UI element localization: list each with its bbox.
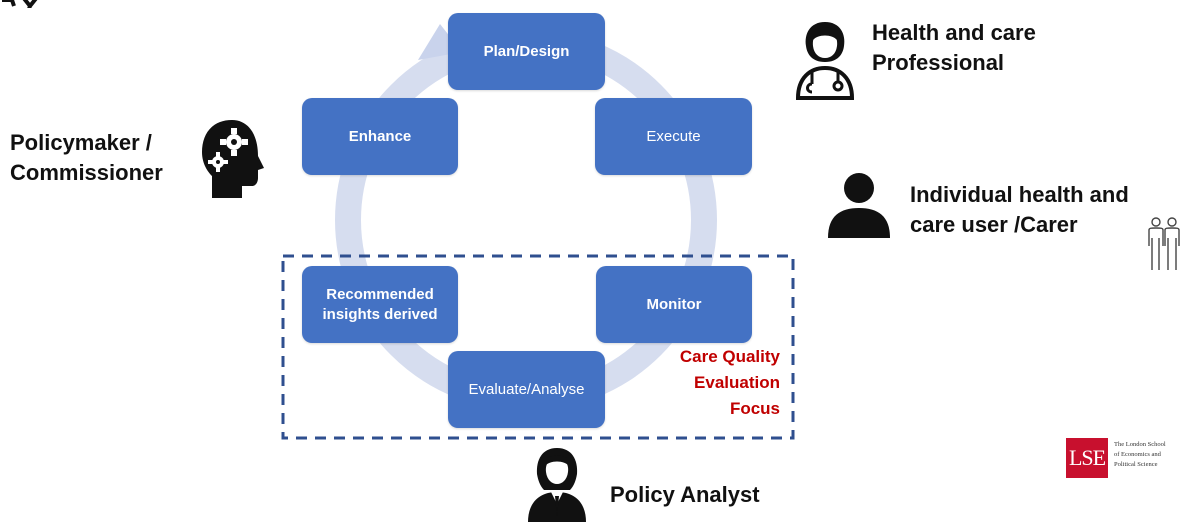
lse-logo-mark: LSE [1066, 438, 1108, 478]
role-policymaker: Policymaker / Commissioner [10, 130, 163, 185]
clipped-top-text [2, 0, 38, 8]
lse-logo-line1: The London School [1114, 441, 1166, 448]
lse-logo-text: The London School of Economics and Polit… [1114, 440, 1186, 470]
step-execute: Execute [595, 98, 752, 175]
focus-label-line2: Evaluation [694, 373, 780, 392]
role-individual-user: Individual health and care user /Carer [910, 182, 1129, 237]
lse-logo: LSE The London School of Economics and P… [1058, 432, 1186, 482]
focus-label-line3: Focus [729, 399, 780, 418]
step-monitor: Monitor [596, 266, 752, 343]
analyst-icon [528, 448, 586, 522]
two-people-icon [1148, 217, 1180, 270]
step-recommended-insights: Recommended insights derived [302, 266, 458, 343]
lse-logo-line3: Political Science [1114, 461, 1158, 468]
step-plan-design: Plan/Design [448, 13, 605, 90]
head-gears-icon [202, 120, 264, 198]
doctor-icon [795, 22, 855, 100]
role-health-professional: Health and care Professional [872, 20, 1036, 75]
lse-logo-line2: of Economics and [1114, 451, 1161, 458]
step-enhance: Enhance [302, 98, 458, 175]
focus-label-line1: Care Quality [679, 347, 780, 366]
step-evaluate-analyse: Evaluate/Analyse [448, 351, 605, 428]
person-icon [828, 173, 890, 238]
role-policy-analyst: Policy Analyst [610, 482, 760, 507]
